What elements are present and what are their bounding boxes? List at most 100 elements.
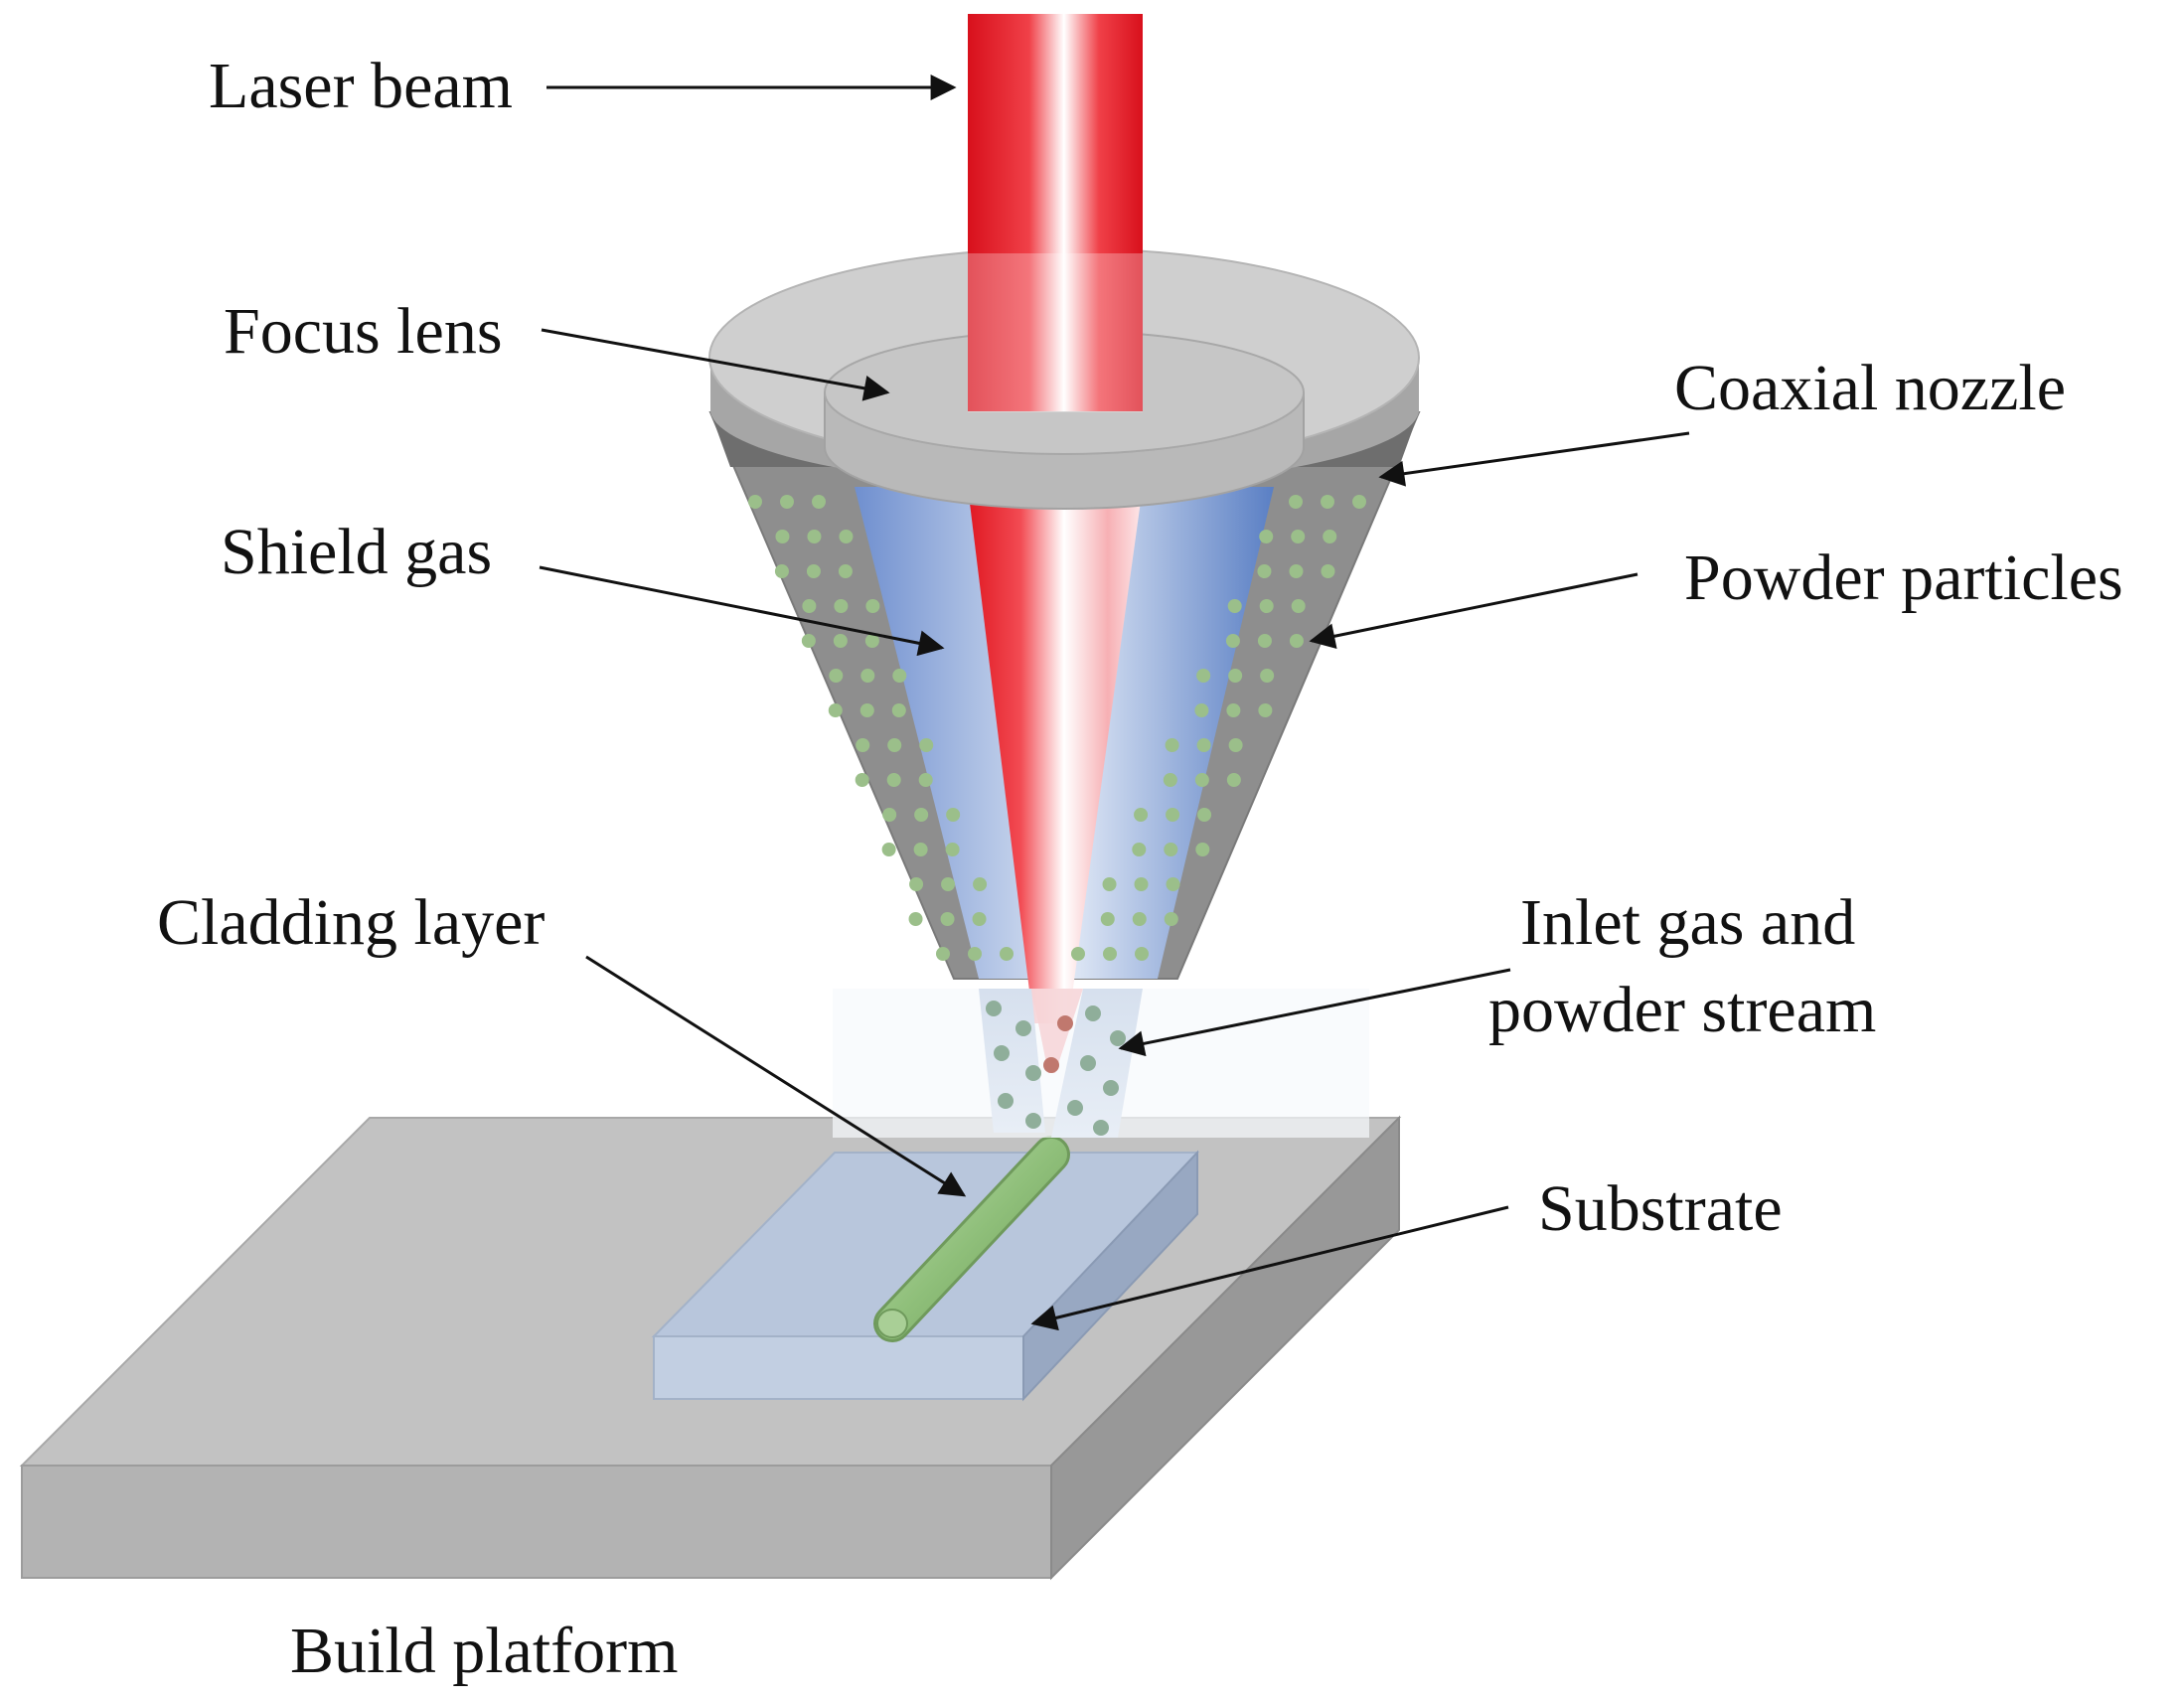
powder-particle (891, 703, 906, 717)
powder-particle (941, 877, 956, 891)
powder-particle (1289, 564, 1304, 578)
powder-particle (886, 773, 901, 787)
powder-particle (1321, 564, 1335, 578)
laser-beam-cone (968, 487, 1143, 1023)
substrate (651, 1150, 1200, 1402)
powder-particle (1103, 947, 1117, 961)
powder-particle (865, 599, 880, 613)
powder-particle (1134, 877, 1149, 891)
powder-particle (1110, 1030, 1126, 1046)
powder-particle (887, 738, 902, 752)
powder-particle (909, 877, 924, 891)
stream-laser (1031, 989, 1083, 1073)
powder-particle (994, 1045, 1010, 1061)
powder-particle (881, 843, 896, 856)
label-laser-beam: Laser beam (209, 50, 513, 122)
powder-particle (1000, 947, 1014, 961)
powder-particle (806, 564, 821, 578)
powder-particle (1093, 1120, 1109, 1136)
powder-particle (1259, 530, 1274, 543)
arrow-substrate (1030, 1205, 1509, 1331)
powder-particle (839, 530, 854, 543)
powder-particle (774, 564, 789, 578)
substrate-side (1022, 1150, 1198, 1402)
powder-particle (828, 703, 843, 717)
powder-particle (1289, 495, 1303, 509)
arrow-cladding-layer (585, 955, 967, 1197)
powder-particle (1166, 877, 1180, 891)
powder-particle (1164, 843, 1178, 856)
powder-particle (1080, 1055, 1096, 1071)
powder-particle (1135, 947, 1149, 961)
powder-particle (1071, 947, 1085, 961)
laser-beam (968, 14, 1143, 411)
powder-particle (1165, 738, 1179, 752)
powder-particle (1100, 912, 1115, 926)
cladding-layer-rod (873, 1136, 1070, 1342)
powder-particle (1102, 877, 1117, 891)
powder-particle (1257, 564, 1272, 578)
powder-particle (1164, 912, 1178, 926)
leader-lines (539, 75, 1690, 1331)
powder-particle (838, 564, 853, 578)
powder-particle (1260, 669, 1275, 683)
label-focus-lens: Focus lens (224, 295, 503, 368)
powder-particle (908, 912, 923, 926)
powder-particle (802, 599, 817, 613)
powder-particle (1228, 738, 1243, 752)
powder-particle (1321, 495, 1334, 509)
powder-particle (1132, 843, 1147, 856)
powder-particle (973, 877, 988, 891)
powder-particle (1067, 1100, 1083, 1116)
powder-particle (829, 669, 844, 683)
powder-particle (864, 634, 879, 648)
powder-particle (1043, 1057, 1059, 1073)
powder-particle (1226, 703, 1241, 717)
powder-particle (1163, 773, 1177, 787)
powder-particle (775, 530, 790, 543)
label-shield-gas: Shield gas (221, 516, 492, 588)
powder-particle (780, 495, 794, 509)
powder-particle (1085, 1005, 1101, 1021)
powder-particle (986, 1001, 1002, 1016)
powder-particle (1196, 738, 1211, 752)
label-inlet-gas-line1: Inlet gas and (1520, 886, 1855, 959)
powder-particle (1195, 843, 1210, 856)
powder-particle (859, 703, 874, 717)
powder-particle (1194, 773, 1209, 787)
powder-particle (1226, 773, 1241, 787)
powder-particle (834, 599, 849, 613)
powder-particles-group (748, 495, 1366, 961)
arrow-inlet-gas (1118, 968, 1511, 1057)
powder-particle (856, 738, 870, 752)
powder-particle (1257, 634, 1272, 648)
powder-particle (812, 495, 826, 509)
powder-particle (855, 773, 869, 787)
label-build-platform: Build platform (290, 1615, 678, 1687)
powder-particle (914, 808, 929, 822)
label-cladding-layer: Cladding layer (157, 886, 545, 959)
powder-particle (1025, 1065, 1041, 1081)
powder-particle (946, 808, 961, 822)
powder-particle (1323, 530, 1337, 543)
powder-particle (936, 947, 950, 961)
arrow-focus-lens (541, 328, 890, 401)
powder-particle (1227, 599, 1242, 613)
powder-particle (1132, 912, 1147, 926)
arrow-shield-gas (539, 565, 945, 657)
powder-particle (748, 495, 762, 509)
powder-particle (945, 843, 960, 856)
label-inlet-gas-line2: powder stream (1488, 974, 1876, 1046)
powder-particle (972, 912, 987, 926)
powder-particle (1103, 1080, 1119, 1096)
powder-particle (1134, 808, 1149, 822)
label-powder-particles: Powder particles (1684, 541, 2123, 614)
inlet-gas-powder-stream (833, 989, 1369, 1138)
label-substrate: Substrate (1538, 1172, 1783, 1245)
powder-particle (918, 773, 933, 787)
powder-particle (882, 808, 897, 822)
powder-particle (998, 1093, 1014, 1109)
powder-particle (919, 738, 934, 752)
powder-particle (1057, 1015, 1073, 1031)
powder-particle (913, 843, 928, 856)
